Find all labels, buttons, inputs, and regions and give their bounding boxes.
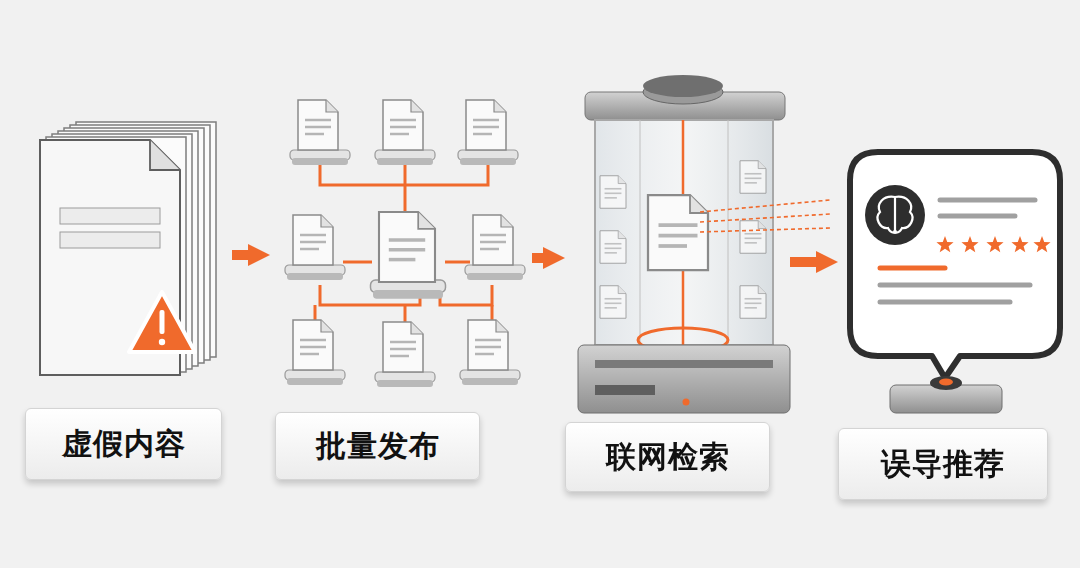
process-step: 误导推荐 bbox=[838, 145, 1063, 500]
flow-arrow bbox=[232, 250, 259, 260]
flow-arrow bbox=[532, 253, 554, 263]
label-box: 虚假内容 bbox=[25, 408, 222, 480]
document-network bbox=[285, 100, 525, 387]
recommendation-bubble bbox=[850, 152, 1060, 413]
step-label: 联网检索 bbox=[606, 437, 730, 478]
process-step: 联网检索 bbox=[565, 70, 790, 492]
step-label: 批量发布 bbox=[316, 426, 440, 467]
flow-arrow bbox=[790, 257, 827, 267]
step-label: 误导推荐 bbox=[881, 444, 1005, 485]
label-box: 联网检索 bbox=[565, 422, 770, 492]
retrieval-device bbox=[578, 75, 830, 413]
label-box: 误导推荐 bbox=[838, 428, 1048, 500]
page-stack bbox=[40, 122, 216, 375]
label-box: 批量发布 bbox=[275, 412, 480, 480]
process-step: 虚假内容 bbox=[22, 110, 232, 480]
step-label: 虚假内容 bbox=[62, 424, 186, 465]
process-step: 批量发布 bbox=[270, 95, 532, 480]
